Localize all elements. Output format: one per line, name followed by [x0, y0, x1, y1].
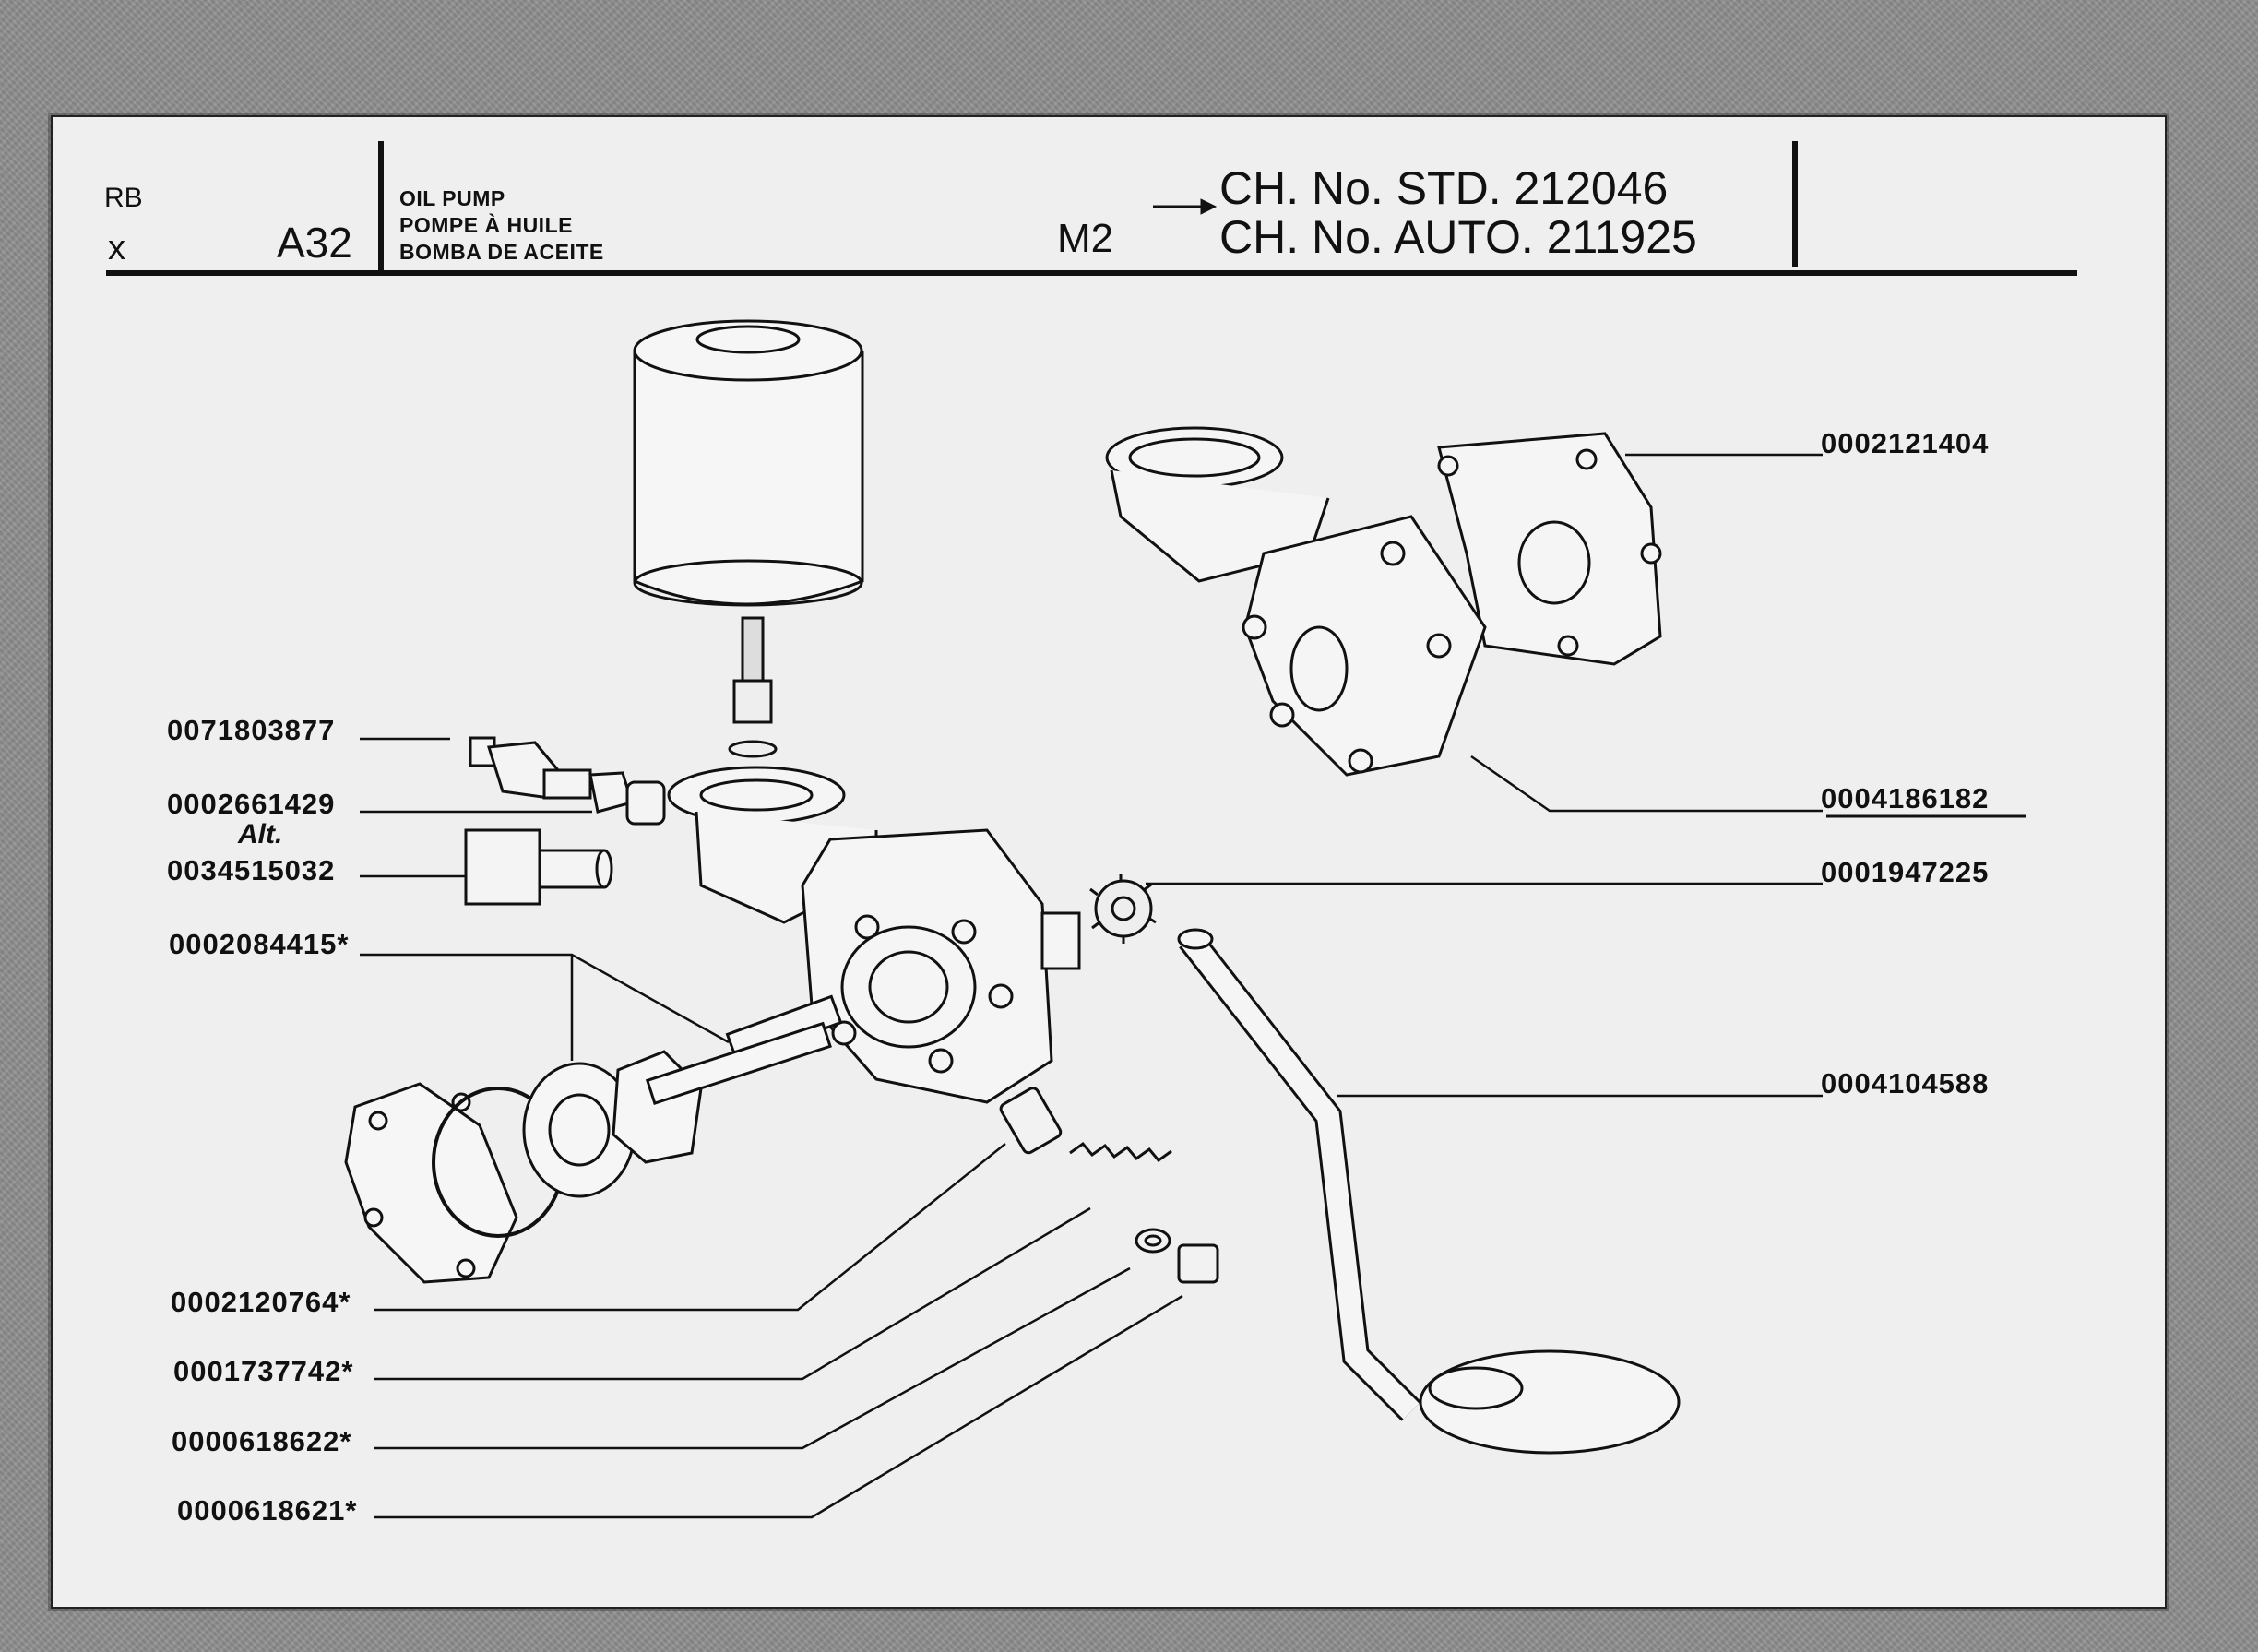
part-number-text: 0004104588 [1821, 1067, 1990, 1099]
drive-gear [1089, 874, 1157, 944]
part-number: 0004186182 [1821, 782, 1989, 815]
title-english: OIL PUMP [399, 186, 505, 210]
chassis-auto: CH. No. AUTO. 211925 [1219, 211, 1697, 263]
part-number-text: 0000618622 [172, 1425, 340, 1457]
adapter-fitting [464, 828, 613, 906]
pump-body [667, 766, 1081, 1104]
asterisk-mark: * [339, 1286, 351, 1318]
part-number-text: 0001737742 [173, 1355, 342, 1387]
part-number-text: 0001947225 [1821, 856, 1990, 888]
part-number: 0000618622* [172, 1425, 352, 1458]
part-number: 0071803877 [167, 714, 335, 747]
part-number: 0002661429 [167, 788, 335, 821]
part-number: 0001737742* [173, 1355, 354, 1388]
part-number: 0002084415* [169, 928, 350, 961]
part-number-text: 0000618621 [177, 1494, 346, 1527]
title-french: POMPE À HUILE [399, 213, 573, 237]
alternative-label: Alt. [238, 819, 283, 850]
pump-cover [344, 1021, 832, 1284]
assembled-pump [1105, 426, 1662, 777]
model-code: M2 [1057, 216, 1114, 261]
part-number: 0002121404 [1821, 427, 1989, 460]
title-spanish: BOMBA DE ACEITE [399, 240, 604, 264]
asterisk-mark: * [337, 928, 350, 960]
asterisk-mark: * [339, 1425, 352, 1457]
part-number-text: 0002121404 [1821, 427, 1990, 459]
pickup-tube [1177, 928, 1681, 1455]
part-number: 0001947225 [1821, 856, 1989, 889]
parts-sheet [51, 115, 2167, 1609]
part-number-text: 0034515032 [167, 854, 336, 886]
relief-valve [999, 1087, 1219, 1284]
leader-lines [360, 453, 1823, 1519]
oil-filter [633, 319, 864, 758]
part-number: 0034515032 [167, 854, 335, 887]
part-number-text: 0071803877 [167, 714, 336, 746]
part-number-text: 0002084415 [169, 928, 338, 960]
section-code: A32 [277, 219, 352, 267]
asterisk-mark: * [341, 1355, 354, 1387]
pressure-switch [469, 736, 666, 826]
group-code: RB [104, 183, 143, 213]
model-mark: x [108, 229, 125, 267]
header-rules [106, 141, 2077, 818]
part-number: 0000618621* [177, 1494, 358, 1527]
asterisk-mark: * [345, 1494, 358, 1527]
part-number-text: 0004186182 [1821, 782, 1990, 814]
part-number: 0002120764* [171, 1286, 351, 1319]
chassis-std: CH. No. STD. 212046 [1219, 162, 1669, 214]
part-number-text: 0002661429 [167, 788, 336, 820]
arrow-icon [1153, 198, 1218, 215]
part-number: 0004104588 [1821, 1067, 1989, 1100]
part-number-text: 0002120764 [171, 1286, 339, 1318]
